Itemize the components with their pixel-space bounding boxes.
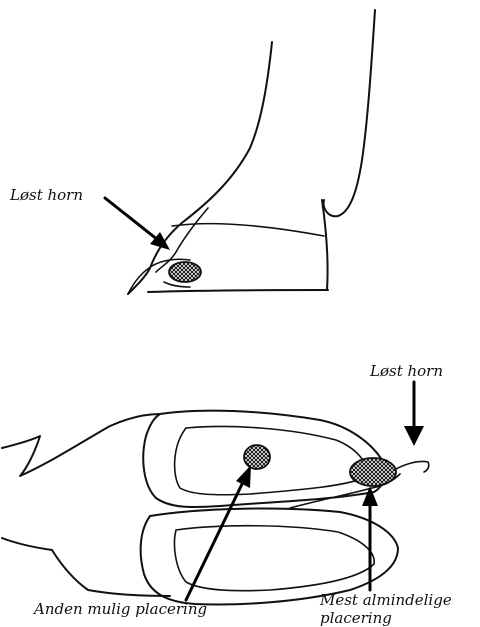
most-common-arrowhead [362,486,378,506]
foot-body-left-upper [2,414,160,476]
most-common-label-line2: placering [320,609,392,627]
toe-tip-extension [394,461,429,472]
loose-horn-arrow-side [105,198,158,240]
sole-view: Løst horn Anden mulig placering Mest alm… [2,362,452,627]
loose-horn-label-sole: Løst horn [369,362,443,380]
foot-body-left-lower [2,538,170,596]
other-location-arrowhead [236,465,251,488]
side-view: Løst horn [9,10,375,294]
other-location-arrow [186,480,244,600]
leg-front-outline [128,42,272,294]
loose-horn-arrowhead-sole [404,426,424,446]
other-location-label: Anden mulig placering [32,600,207,618]
sole-line [148,290,328,292]
claw-upper-inner [175,427,368,495]
most-common-label-line1: Mest almindelige [319,591,452,609]
other-location-spot [244,445,270,469]
loose-horn-spot-side [169,262,201,282]
leg-back-outline [324,10,375,216]
loose-horn-label-side: Løst horn [9,186,83,204]
claw-lower-inner [174,526,374,591]
most-common-spot [350,458,396,486]
